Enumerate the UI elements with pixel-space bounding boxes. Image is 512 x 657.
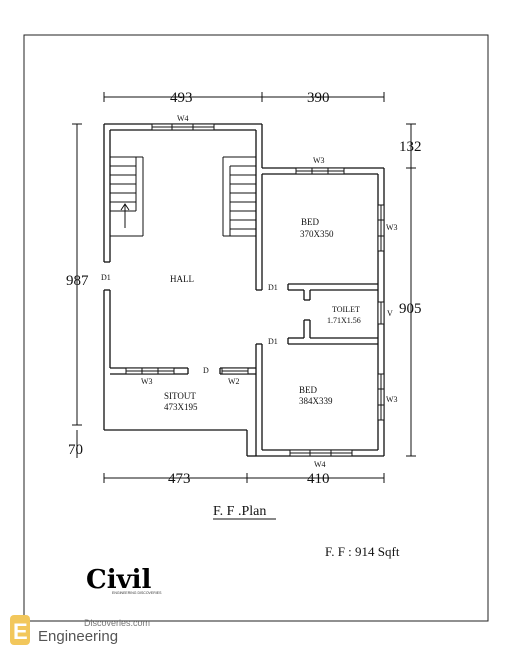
dim-top-left: 493 <box>170 90 193 106</box>
dim-bottom-left: 473 <box>168 471 191 487</box>
label-w3-bed2-right: W3 <box>386 395 398 404</box>
label-w2-sitout: W2 <box>228 377 240 386</box>
watermark-logo: E Discoveries.com Engineering <box>10 615 150 645</box>
dim-right-top: 132 <box>399 139 422 155</box>
room-bed2-label: BED <box>299 385 318 395</box>
room-toilet-size: 1.71X1.56 <box>327 316 361 325</box>
windows <box>125 123 385 457</box>
dim-left-bottom: 70 <box>68 442 83 458</box>
room-bed2-size: 384X339 <box>299 396 333 406</box>
civil-logo-subtext: ENGINEERING DISCOVERIES <box>112 591 162 595</box>
civil-logo-text: Civil <box>86 565 152 595</box>
label-v-toilet: V <box>387 309 393 318</box>
staircase-right <box>222 156 256 237</box>
watermark-top-text: Discoveries.com <box>84 618 150 628</box>
dim-top-right: 390 <box>307 90 330 106</box>
plan-title: F. F .Plan <box>213 504 266 519</box>
label-d1-bed1: D1 <box>268 283 278 292</box>
room-bed1-size: 370X350 <box>300 229 334 239</box>
label-w3-bed1-right: W3 <box>386 223 398 232</box>
dim-bottom-right: 410 <box>307 471 330 487</box>
label-d1-left: D1 <box>101 273 111 282</box>
sheet-border <box>23 34 489 622</box>
watermark-icon <box>10 615 30 645</box>
dimension-lines <box>72 92 416 483</box>
room-sitout-size: 473X195 <box>164 402 198 412</box>
area-label: F. F : 914 Sqft <box>325 544 400 559</box>
label-d1-bed2: D1 <box>268 337 278 346</box>
label-w4-bottom: W4 <box>314 460 326 469</box>
civil-logo: Civil ENGINEERING DISCOVERIES <box>86 565 162 595</box>
room-hall-label: HALL <box>170 274 194 284</box>
label-w3-sitout: W3 <box>141 377 153 386</box>
room-toilet-label: TOILET <box>332 305 360 314</box>
label-w4-top: W4 <box>177 114 189 123</box>
watermark-icon-letter: E <box>13 619 28 644</box>
label-d-main: D <box>203 366 209 375</box>
room-bed1-label: BED <box>301 217 320 227</box>
dim-left-main: 987 <box>66 273 89 289</box>
label-w3-bed1-top: W3 <box>313 156 325 165</box>
staircase-left <box>110 156 144 237</box>
room-sitout-label: SITOUT <box>164 391 196 401</box>
dim-right-main: 905 <box>399 301 422 317</box>
watermark-main-text: Engineering <box>38 628 118 645</box>
